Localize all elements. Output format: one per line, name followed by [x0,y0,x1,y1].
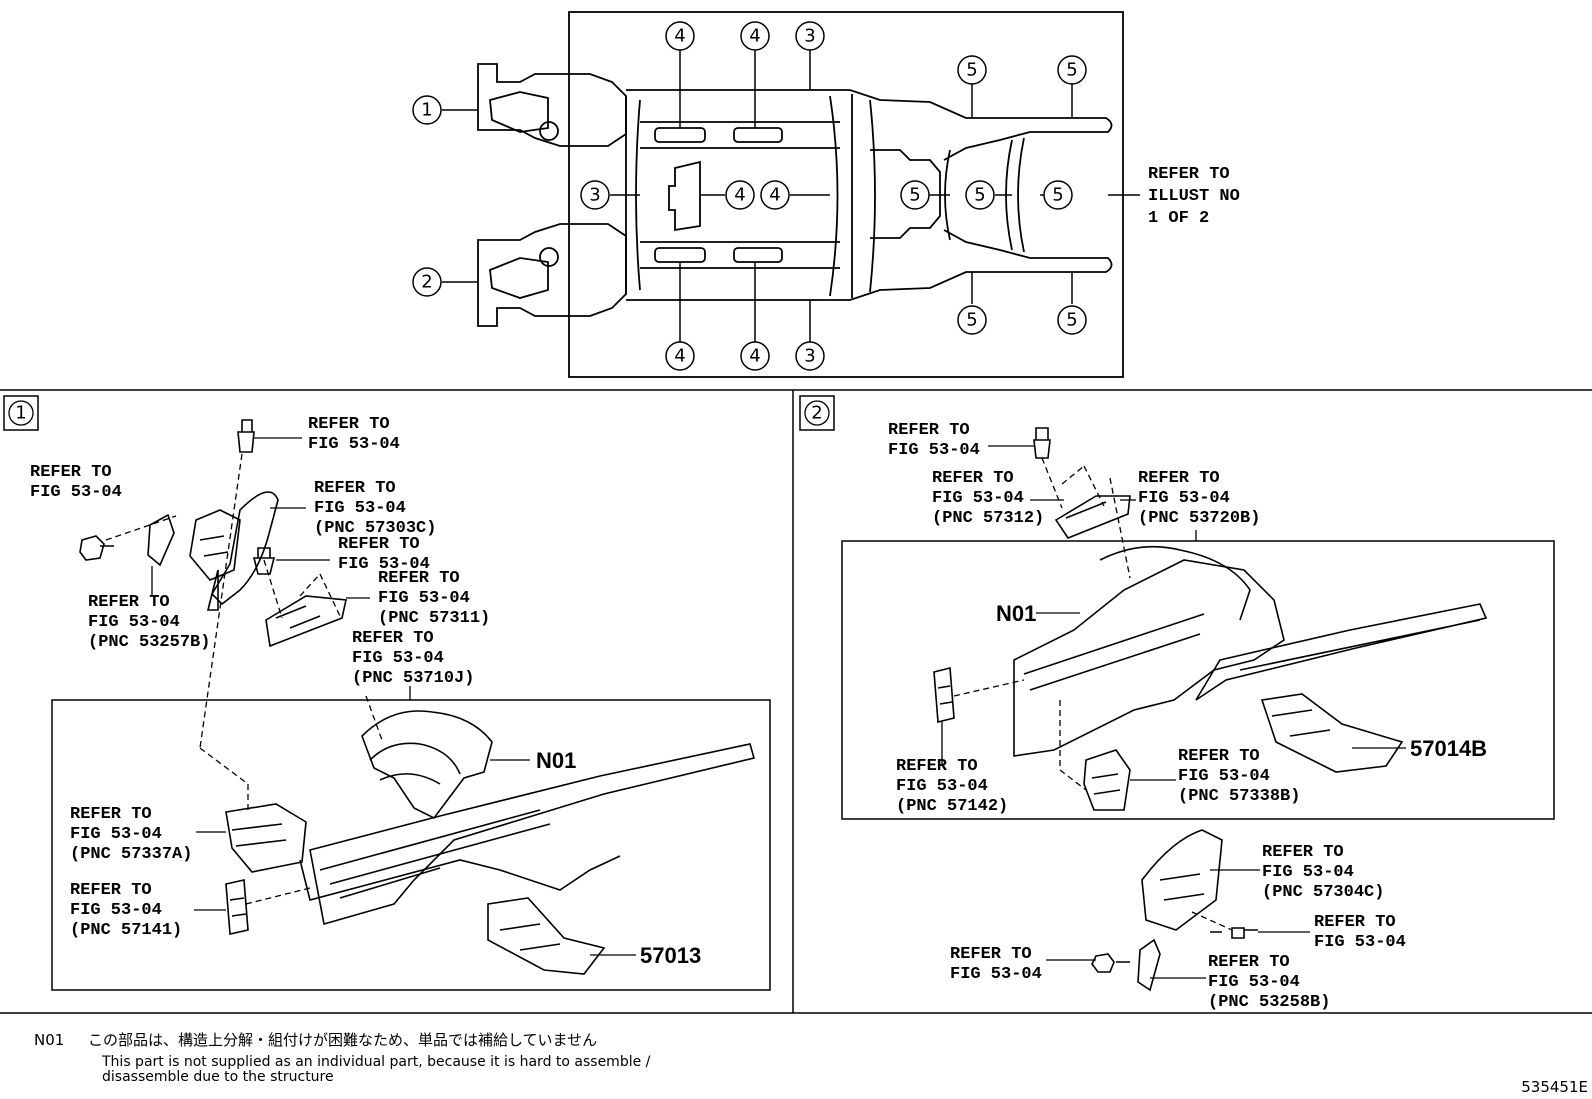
callout-3: 3 [804,26,815,47]
overview-refer-note: REFER TO ILLUST NO 1 OF 2 [1148,165,1240,228]
callout-5: 5 [966,310,977,331]
panel-2-subassembly-frame [841,540,1555,820]
callout-4: 4 [749,346,760,367]
panel-2-number: 2 [811,403,822,424]
callout-4: 4 [749,26,760,47]
callout-3: 3 [804,346,815,367]
footnote-japanese: この部品は、構造上分解・組付けが困難なため、単品では補給していません [88,1031,597,1049]
callout-5: 5 [1066,60,1077,81]
callout-5: 5 [974,185,985,206]
callout-3: 3 [589,185,600,206]
callout-5: 5 [909,185,920,206]
callout-5: 5 [966,60,977,81]
overview-leader-lines [442,50,1140,342]
callout-5: 5 [1066,310,1077,331]
panel-2-n01-label: N01 [996,601,1036,626]
footnote-english: This part is not supplied as an individu… [101,1054,651,1085]
refer-note-line: ILLUST NO [1148,187,1240,206]
panel-2-illustration [933,427,1488,992]
panel-1-id-box: 1 [3,395,39,431]
callout-4: 4 [734,185,745,206]
callout-1: 1 [421,100,432,121]
section-dividers [0,389,1592,1014]
panel-1-part-57013: 57013 [640,943,701,968]
refer-note-line: 1 OF 2 [1148,209,1209,228]
callout-5: 5 [1052,185,1063,206]
panel-1-illustration [79,419,755,975]
panel-1-number: 1 [15,403,26,424]
refer-note-line: REFER TO [1148,165,1230,184]
panel-1-n01-label: N01 [536,748,576,773]
overview-callouts [412,21,1087,371]
panel-2-leader-lines [941,445,1406,979]
panel-1-subassembly-frame [51,699,771,991]
callout-2: 2 [421,272,432,293]
footnote-code: N01 [34,1031,64,1049]
panel-2-part-57014b: 57014B [1410,736,1487,761]
callout-4: 4 [674,26,685,47]
callout-4: 4 [674,346,685,367]
panel-1-leader-lines [105,437,636,956]
panel-2-id-box: 2 [799,395,835,431]
callout-4: 4 [769,185,780,206]
illustration-id: 535451E [1521,1078,1588,1096]
